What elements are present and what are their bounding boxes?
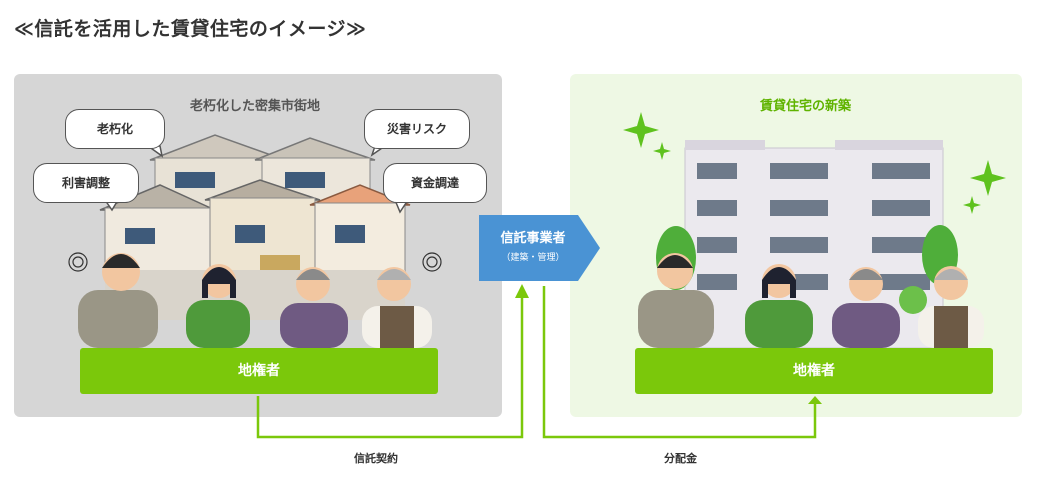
trust-arrow-shape: [479, 215, 600, 281]
right-panel-caption: 賃貸住宅の新築: [760, 99, 852, 114]
contract-flow-line: [256, 296, 524, 439]
page-title: ≪信託を活用した賃貸住宅のイメージ≫: [14, 18, 367, 40]
bubble-financing: 資金調達: [383, 163, 487, 203]
apartment-building-illustration: [684, 140, 944, 349]
left-panel-caption: 老朽化した密集市街地: [190, 99, 321, 114]
bubble-aging: 老朽化: [65, 109, 165, 149]
trust-company-sublabel: （建築・管理）: [501, 253, 565, 263]
trust-arrow-label: 信託事業者 （建築・管理）: [483, 227, 583, 263]
flow-connectors: [256, 286, 817, 439]
distribution-label: 分配金: [664, 452, 697, 465]
distribution-arrowhead: [808, 396, 822, 404]
old-houses-illustration: [99, 134, 411, 320]
bubble-interest-coordination: 利害調整: [33, 163, 139, 203]
landowner-bar-right: 地権者: [635, 348, 993, 394]
trust-company-label: 信託事業者: [500, 231, 566, 246]
stress-scribble-icon: [68, 252, 442, 272]
contract-arrowhead: [515, 284, 529, 298]
contract-label: 信託契約: [354, 452, 398, 465]
landowner-bar-left: 地権者: [80, 348, 438, 394]
worried-people-illustration: [78, 253, 432, 348]
happy-people-illustration: [638, 253, 984, 348]
bubble-disaster-risk: 災害リスク: [364, 109, 470, 149]
distribution-flow-line: [542, 286, 817, 439]
sparkle-icon: [623, 112, 1006, 214]
